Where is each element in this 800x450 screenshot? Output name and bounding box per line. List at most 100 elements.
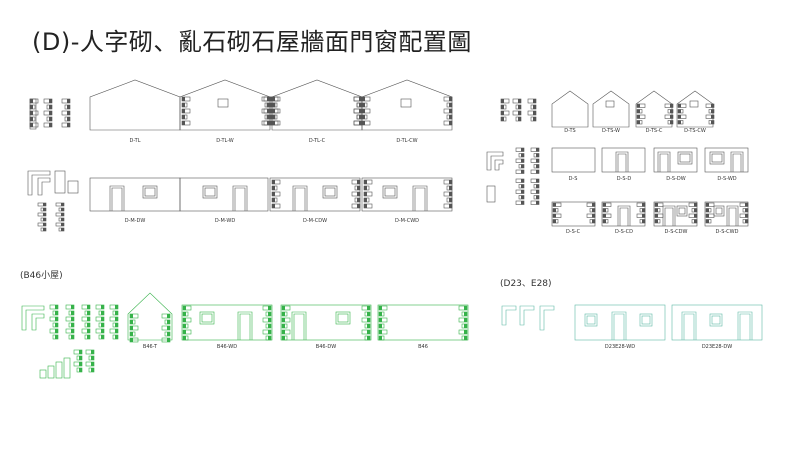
wall-b46-wd xyxy=(181,304,273,341)
d-ts-legend-1 xyxy=(500,98,510,122)
b46-step-1 xyxy=(47,365,55,379)
wall-d23e28-wd xyxy=(574,304,666,341)
caption-d-s: D-S xyxy=(568,176,578,182)
b46-t-left-blocks xyxy=(129,313,139,343)
l-block-2 xyxy=(37,177,51,196)
wall-d-s-dw xyxy=(653,147,698,173)
d-tl-w-right-blocks xyxy=(261,96,271,126)
d-s-cdw-right-blocks xyxy=(688,202,698,224)
d-s-legend-2 xyxy=(530,147,540,174)
wall-d-tl-w xyxy=(179,79,271,131)
door-d23e28-wd xyxy=(611,311,627,340)
caption-d-tl-cw: D-TL-CW xyxy=(396,138,418,144)
b46-left-blocks xyxy=(378,305,388,341)
door-d-s-wd xyxy=(730,151,744,172)
door-d-m-cwd xyxy=(412,185,428,211)
b46-legend-4 xyxy=(95,304,105,340)
caption-d-m-wd: D-M-WD xyxy=(214,218,236,224)
d-s-cd-right-blocks xyxy=(636,202,646,224)
page-title: (D)-人字砌、亂石砌石屋牆面門窗配置圖 xyxy=(32,28,472,56)
caption-d-s-cwd: D-S-CWD xyxy=(715,229,739,235)
corner-blocks-legend-4 xyxy=(37,202,47,232)
caption-d-s-cdw: D-S-CDW xyxy=(664,229,688,235)
b46-legend-2 xyxy=(65,304,75,340)
d-s-legend-1 xyxy=(515,147,525,174)
b46-l-block-1 xyxy=(21,305,45,331)
b46-step-0 xyxy=(39,369,47,379)
corner-blocks-legend-3 xyxy=(61,98,71,128)
wall-d-tl xyxy=(89,79,181,131)
b46-legend-6 xyxy=(73,349,83,373)
wall-d23e28-dw xyxy=(671,304,763,341)
d-ts-c-left-blocks xyxy=(636,103,646,125)
corner-blocks-legend-5 xyxy=(55,202,65,232)
window-d-m-dw xyxy=(142,185,158,199)
door-d-s-cd xyxy=(617,205,631,226)
door-d-m-cdw xyxy=(292,185,308,211)
b46-wd-left-blocks xyxy=(182,305,192,341)
wall-d-tl-c xyxy=(271,79,363,131)
b46-t-right-blocks xyxy=(161,313,171,343)
window-d-s-dw xyxy=(677,151,693,165)
b46-l-block-2 xyxy=(31,313,45,331)
door-b46-wd xyxy=(237,311,253,340)
b46-dw-right-blocks xyxy=(361,305,371,341)
door-d-s-d xyxy=(615,151,629,172)
wall-d-s-wd xyxy=(704,147,749,173)
d-ts-cw-right-blocks xyxy=(705,103,715,125)
section-label-d23-e28: (D23、E28) xyxy=(500,279,552,289)
window-d-s-cdw xyxy=(676,205,688,217)
b46-step-3 xyxy=(63,357,71,379)
caption-d-s-wd: D-S-WD xyxy=(717,176,737,182)
d-s-c-left-blocks xyxy=(552,202,562,224)
b46-step-2 xyxy=(55,361,63,379)
caption-d-s-d: D-S-D xyxy=(616,176,632,182)
d-s-cwd-left-blocks xyxy=(705,202,715,224)
wall-d-ts-cw xyxy=(676,90,714,128)
caption-b46: B46 xyxy=(418,344,428,350)
wall-d-s-d xyxy=(601,147,646,173)
door-d-m-wd xyxy=(232,185,248,211)
corner-blocks-legend-1 xyxy=(29,98,39,128)
caption-d23e28-wd: D23E28-WD xyxy=(604,344,636,350)
door-d23e28-dw-1 xyxy=(681,311,697,340)
d-ts-legend-2 xyxy=(512,98,522,122)
window-d-m-cwd xyxy=(382,185,398,199)
d-s-cdw-left-blocks xyxy=(654,202,664,224)
d-s-cd-left-blocks xyxy=(602,202,612,224)
window-d23e28-dw xyxy=(709,313,723,327)
window-d-m-wd xyxy=(202,185,218,199)
wall-d-ts xyxy=(551,90,589,128)
caption-d-ts: D-TS xyxy=(564,128,576,134)
caption-d-ts-w: D-TS-W xyxy=(602,128,620,134)
d-tl-c-left-blocks xyxy=(271,96,281,126)
b46-legend-1 xyxy=(49,304,59,340)
caption-d23e28-dw: D23E28-DW xyxy=(701,344,733,350)
b46-dw-left-blocks xyxy=(281,305,291,341)
caption-d-tl-w: D-TL-W xyxy=(216,138,234,144)
d-tl-w-left-blocks xyxy=(181,96,191,126)
door-d-s-dw xyxy=(657,151,671,172)
d-tl-cw-shared-left xyxy=(361,96,371,126)
loose-block-2 xyxy=(67,180,79,194)
section-label-b46: (B46小屋) xyxy=(20,271,63,281)
window-d-s-wd xyxy=(709,151,725,165)
d-s-cwd-right-blocks xyxy=(739,202,749,224)
caption-d-m-cwd: D-M-CWD xyxy=(394,218,420,224)
wall-d-m-cwd xyxy=(361,177,453,212)
window-b46-wd xyxy=(199,311,215,325)
wall-d-m-cdw xyxy=(269,177,361,212)
window-d23e28-wd-2 xyxy=(639,313,653,327)
caption-d-tl-c: D-TL-C xyxy=(308,138,326,144)
wall-d-tl-cw xyxy=(361,79,453,131)
l-block-3 xyxy=(486,151,504,171)
window-d-ts-w xyxy=(605,100,615,108)
door-d-s-cwd xyxy=(726,205,739,226)
caption-d-s-dw: D-S-DW xyxy=(666,176,686,182)
caption-b46-wd: B46-WD xyxy=(216,344,238,350)
wall-b46-dw xyxy=(280,304,372,341)
wall-d-ts-w xyxy=(592,90,630,128)
d-ts-legend-3 xyxy=(527,98,537,122)
caption-d-ts-c: D-TS-C xyxy=(645,128,663,134)
